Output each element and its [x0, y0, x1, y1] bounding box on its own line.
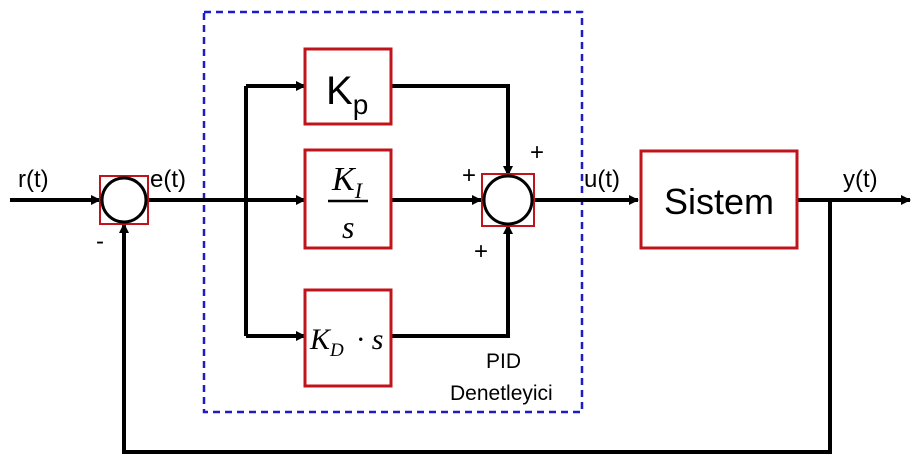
kd-output-wire	[391, 224, 513, 338]
feedback-wire	[119, 200, 832, 454]
ki-block: KI s	[303, 148, 393, 250]
kd-operator: ·	[356, 323, 366, 356]
system-label: Sistem	[664, 181, 774, 222]
kp-output-wire	[391, 84, 513, 176]
ki-numerator-main: K	[331, 161, 357, 198]
summing-junction-input	[99, 175, 149, 225]
pid-label-line2: Denetleyici	[450, 382, 553, 405]
svg-text:Kp: Kp	[326, 69, 368, 120]
system-block: Sistem	[639, 149, 799, 250]
svg-text:KD·s: KD ·s	[309, 323, 383, 361]
kd-plus-sign: +	[474, 238, 488, 265]
ki-plus-sign: +	[462, 162, 476, 189]
output-signal-label: y(t)	[843, 166, 878, 193]
control-signal-label: u(t)	[584, 166, 620, 193]
pid-controller-frame	[202, 10, 584, 414]
kp-sub-text: p	[353, 89, 369, 120]
ki-numerator-sub: I	[354, 178, 364, 203]
summing-junction-pid	[481, 173, 535, 227]
kd-main-text: K	[309, 323, 332, 356]
input-signal-label: r(t)	[18, 166, 49, 193]
kd-block: KD ·s	[303, 288, 393, 388]
feedback-minus-sign: -	[96, 228, 104, 255]
kp-plus-sign: +	[530, 139, 544, 166]
svg-text:KI: KI	[331, 161, 364, 203]
kd-sub-text: D	[329, 340, 344, 361]
kp-block: Kp	[303, 47, 393, 126]
kd-var: s	[372, 323, 384, 356]
pid-label-line1: PID	[486, 350, 521, 373]
ki-denominator: s	[342, 209, 354, 245]
kp-main-text: K	[326, 69, 353, 113]
error-signal-label: e(t)	[150, 166, 186, 193]
